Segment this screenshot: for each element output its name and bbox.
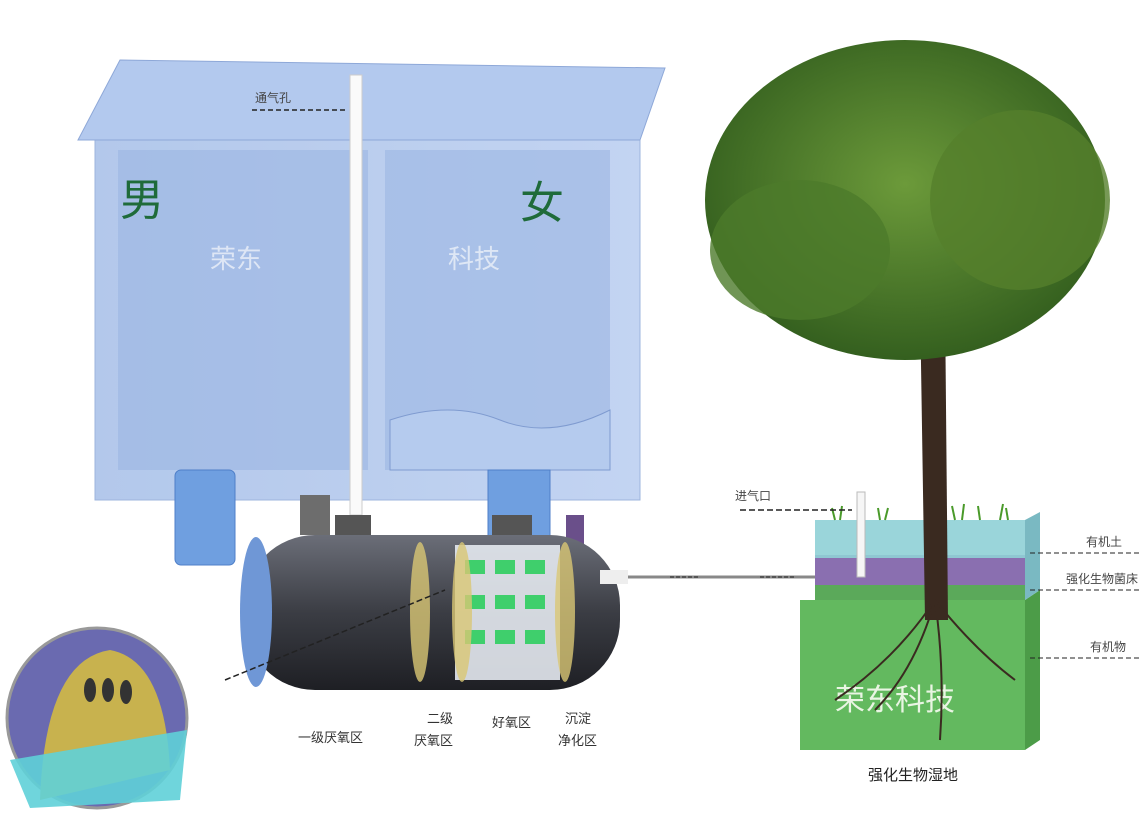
- inlet-pipe: [300, 495, 330, 535]
- bio-media: [465, 560, 545, 644]
- zone-label: 一级厌氧区: [298, 731, 363, 746]
- grass: [831, 503, 1009, 521]
- zone-label: 净化区: [558, 734, 597, 749]
- air-inlet-pipe: [856, 491, 866, 578]
- treatment-tank: [224, 495, 860, 690]
- men-drain: [174, 469, 236, 566]
- zone-label: 沉淀: [565, 712, 591, 727]
- zone-label: 厌氧区: [414, 734, 453, 749]
- baffle: [555, 542, 575, 682]
- water-tank: [389, 409, 611, 471]
- tree-trunk: [920, 300, 948, 620]
- baffle: [410, 542, 430, 682]
- air-inlet-label: 进气口: [735, 488, 771, 503]
- organic-matter-layer: [800, 600, 1025, 750]
- men-stall: [118, 150, 368, 470]
- layer-label-bio-bed: 强化生物菌床: [1066, 572, 1138, 586]
- layer-label-organic-matter: 有机物: [1090, 640, 1126, 654]
- watermark-left: 荣东: [210, 245, 262, 275]
- watermark-right: 科技: [448, 245, 500, 275]
- tree: [705, 40, 1110, 741]
- bio-bed-layer: [815, 555, 1025, 585]
- tank-end-cap: [240, 537, 272, 687]
- vent-pipe: [349, 74, 363, 516]
- wetland-caption: 强化生物湿地: [868, 766, 958, 784]
- tree-roots: [834, 599, 1016, 741]
- riser: [566, 515, 584, 545]
- zone-label: 好氧区: [492, 716, 531, 731]
- roof: [77, 59, 666, 141]
- aeration-detail-inset: [5, 626, 189, 810]
- organic-soil-layer: [815, 520, 1025, 558]
- wetland-watermark: 荣东科技: [835, 683, 955, 718]
- zone-label: 二级: [427, 712, 453, 727]
- toilet-building: 通气孔 男 女 荣东 科技: [77, 59, 666, 566]
- layer-label-organic-soil: 有机土: [1086, 535, 1122, 549]
- detail-pointer: [224, 589, 446, 681]
- outlet-pipe: [600, 570, 628, 584]
- baffle: [452, 542, 472, 682]
- men-sign: 男: [120, 175, 164, 226]
- women-sign: 女: [520, 178, 564, 229]
- tank-zone-labels: 一级厌氧区 二级 厌氧区 好氧区 沉淀 净化区: [298, 712, 597, 749]
- vent-label: 通气孔: [255, 90, 291, 105]
- bio-wetland: 进气口 有机土 强化生物菌床 有机物 荣东科技 强化生物湿地: [735, 488, 1140, 784]
